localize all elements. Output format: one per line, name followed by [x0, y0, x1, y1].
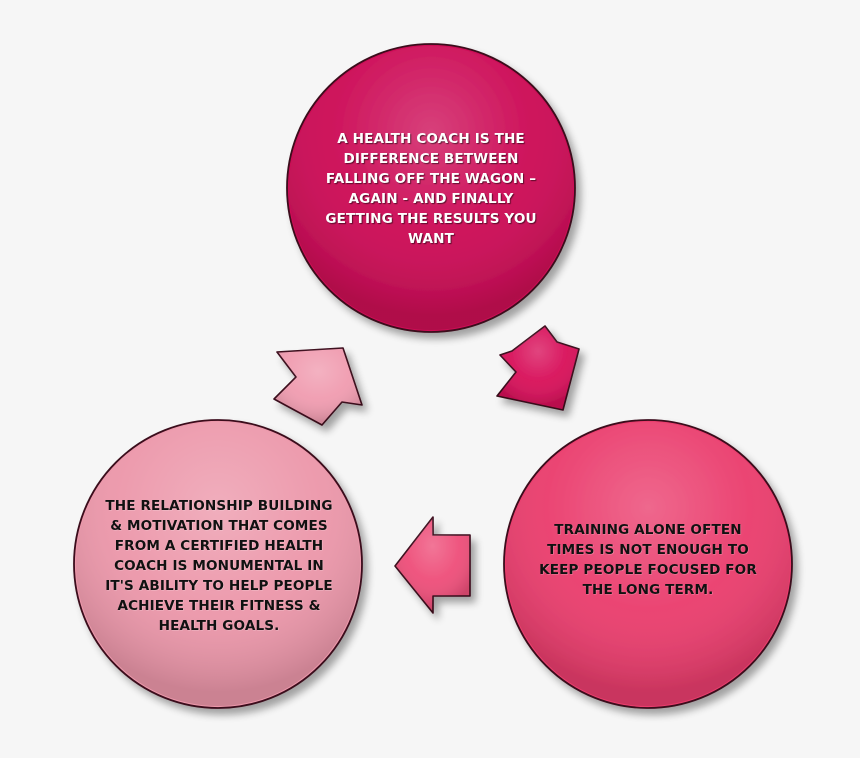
arrow-left-to-top: [273, 347, 363, 426]
node-gloss: [76, 422, 360, 706]
node-right-label: TRAINING ALONE OFTEN TIMES IS NOT ENOUGH…: [539, 522, 757, 598]
node-left-label: THE RELATIONSHIP BUILDING & MOTIVATION T…: [105, 498, 333, 634]
arrow-gloss: [395, 517, 470, 613]
node-top: [286, 43, 576, 333]
node-gloss: [506, 422, 790, 706]
node-top-text: A HEALTH COACH IS THE DIFFERENCE BETWEEN…: [318, 104, 544, 274]
arrow-gloss: [274, 348, 362, 425]
node-right: [503, 419, 793, 709]
arrow-top-to-right: [496, 325, 580, 411]
node-right-text: TRAINING ALONE OFTEN TIMES IS NOT ENOUGH…: [530, 490, 766, 630]
node-left-text: THE RELATIONSHIP BUILDING & MOTIVATION T…: [103, 466, 335, 666]
arrow-gloss: [497, 326, 579, 410]
node-left: [73, 419, 363, 709]
arrow-right-to-left: [394, 516, 471, 614]
node-top-label: A HEALTH COACH IS THE DIFFERENCE BETWEEN…: [325, 131, 537, 247]
node-gloss: [289, 46, 573, 330]
